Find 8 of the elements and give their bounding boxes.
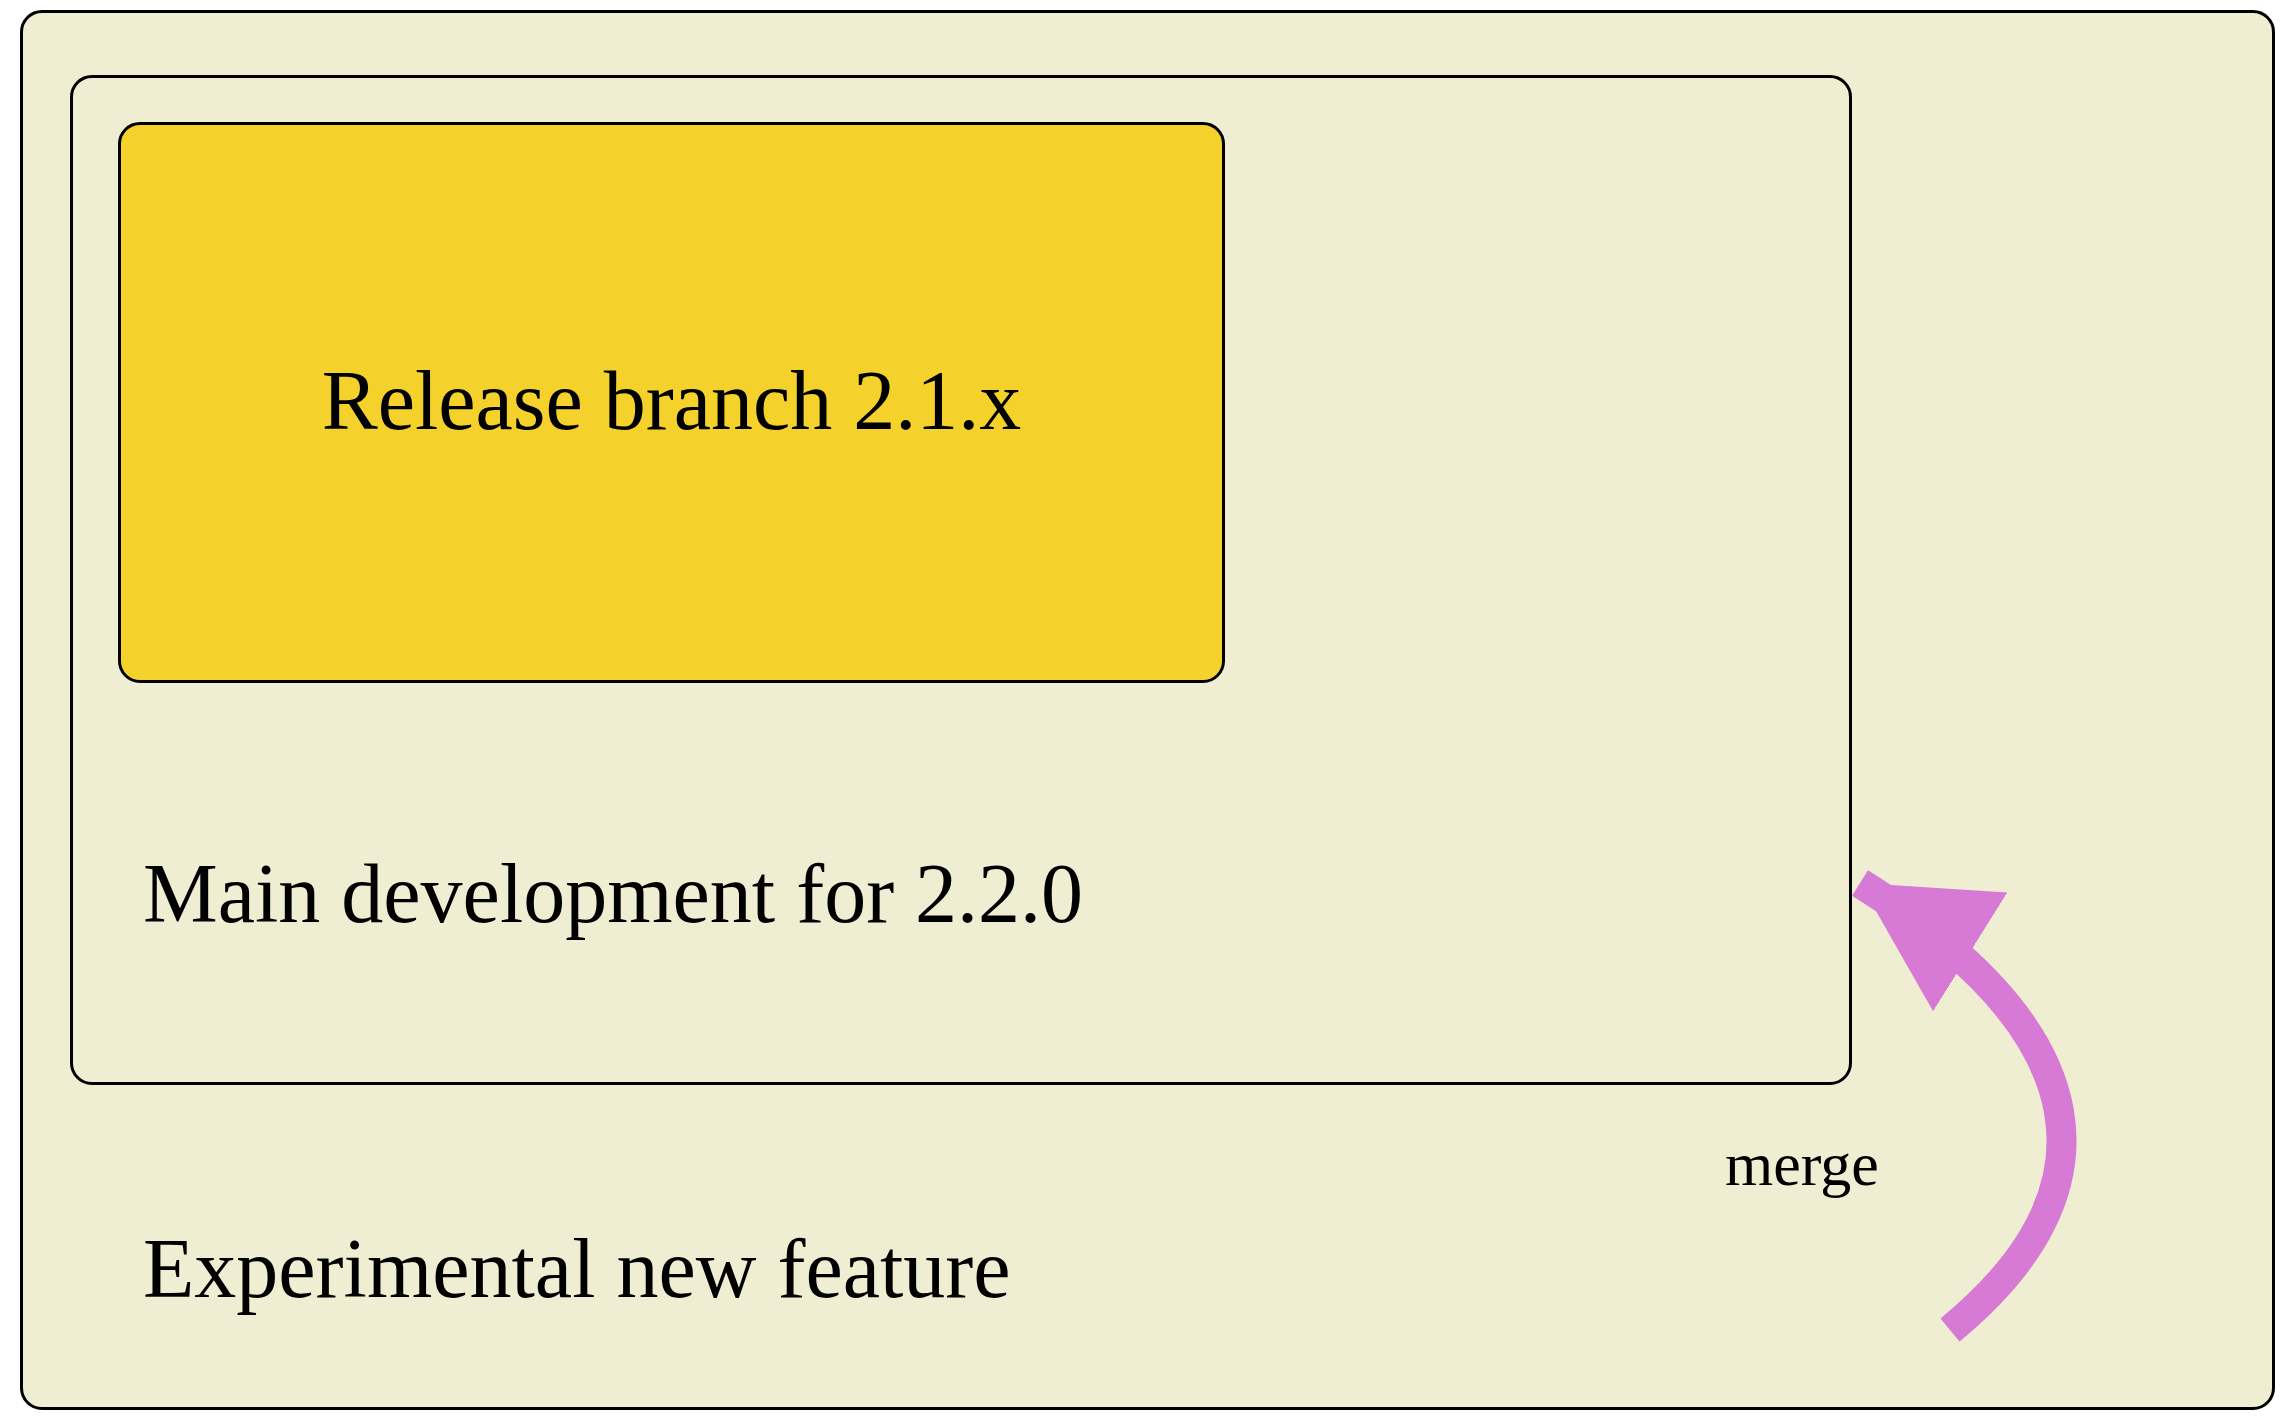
group-box bbox=[20, 10, 2275, 1410]
group-box bbox=[70, 75, 1852, 1085]
box-title: Experimental new feature bbox=[143, 1223, 1011, 1316]
process-box bbox=[118, 122, 1225, 683]
curved-arrow bbox=[1851, 870, 2077, 1342]
edge-label: merge bbox=[1725, 1130, 1879, 1199]
box-title: Main development for 2.2.0 bbox=[143, 848, 1084, 941]
box-title: Release branch 2.1.x bbox=[321, 355, 1022, 448]
